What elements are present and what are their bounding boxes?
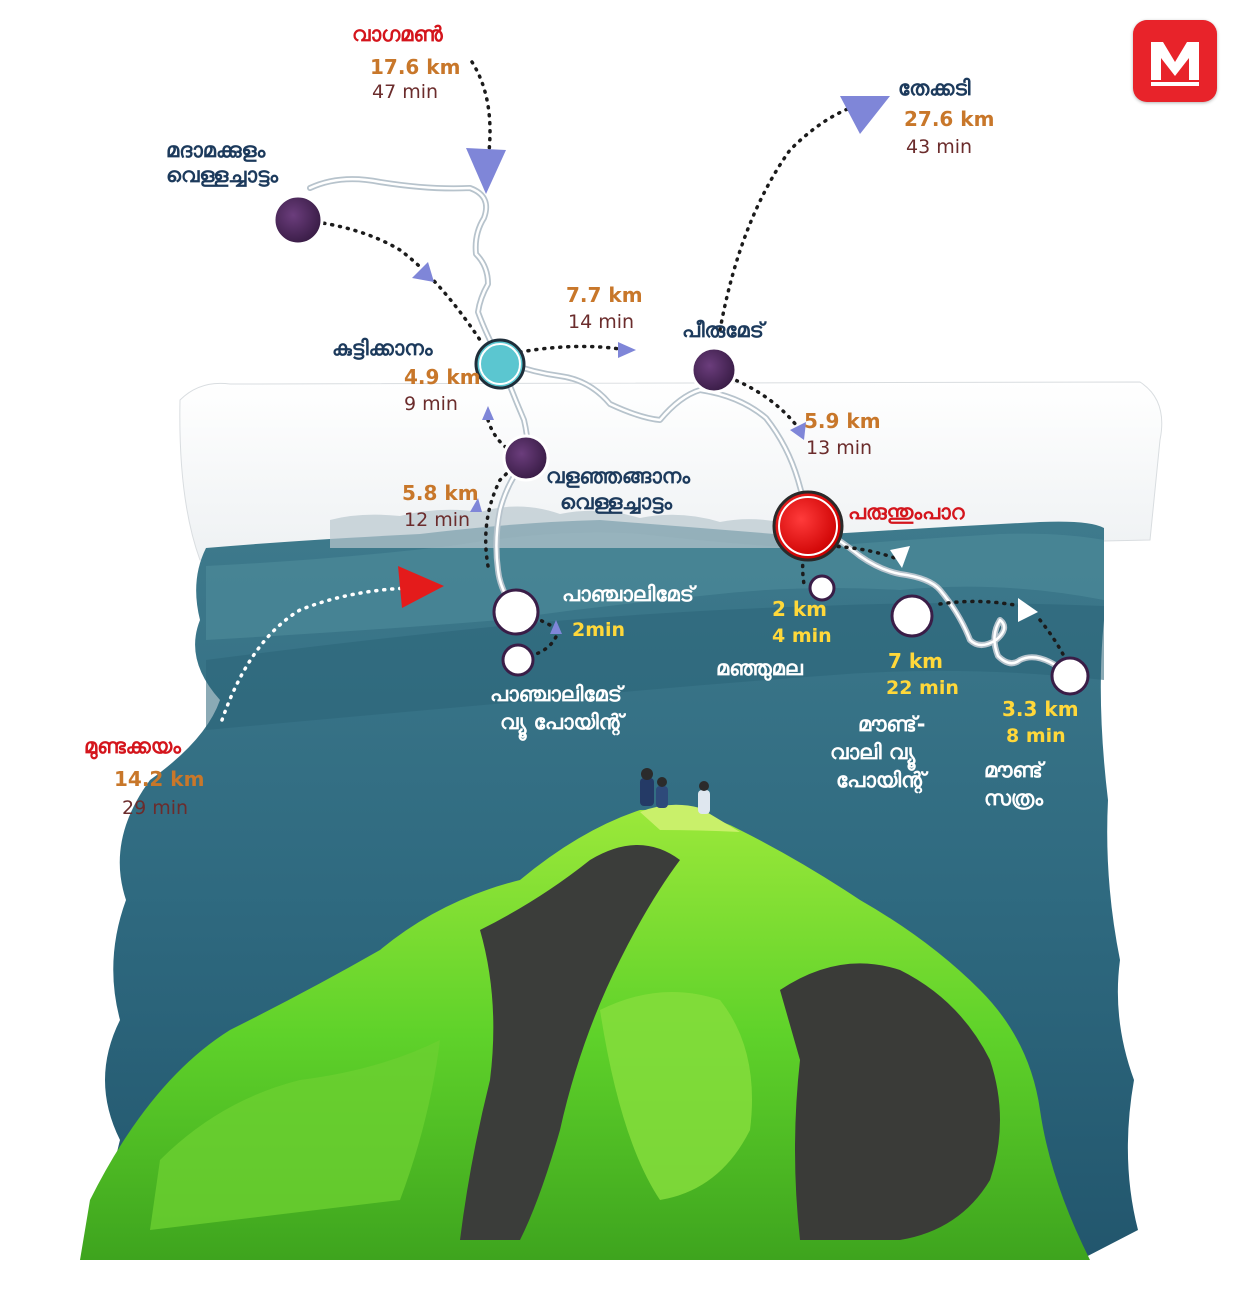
manjumala-distance: 2 km (772, 597, 828, 621)
mount-valley-distance: 7 km (888, 649, 944, 673)
kuttikkanam-name: കുട്ടിക്കാനം (332, 336, 433, 360)
mount-sathram-name-2: സത്രം (984, 786, 1044, 810)
hikers (640, 768, 710, 814)
valanjanganam-name-2: വെള്ളച്ചാട്ടം (560, 490, 673, 514)
mundakkayam-time: 29 min (122, 797, 189, 819)
panchalimedu-view-name-1: പാഞ്ചാലിമേട് (490, 682, 622, 706)
mount-sathram-time: 8 min (1006, 725, 1066, 747)
kuttikkanam-time: 9 min (404, 393, 458, 415)
vagamon-time: 47 min (372, 81, 439, 103)
roads-inner (308, 177, 1072, 678)
thekkady-distance: 27.6 km (904, 107, 995, 131)
dotted-routes (298, 60, 1068, 662)
mount-valley-name-3: പോയിന്റ് (836, 768, 926, 792)
vagamon-distance: 17.6 km (370, 55, 461, 79)
dotted-routes-white (220, 586, 412, 722)
mount-sathram-name-1: മൗണ്ട് (984, 758, 1043, 782)
panchalimedu-time: 2min (572, 619, 626, 641)
brand-logo (1133, 20, 1217, 102)
valanjanganam-distance: 5.8 km (402, 481, 479, 505)
peerumedu-name: പീരുമേട് (682, 318, 764, 342)
panchalimedu-name: പാഞ്ചാലിമേട് (562, 582, 694, 606)
mount-valley-time: 22 min (886, 677, 959, 699)
madamakkulam-name-2: വെള്ളച്ചാട്ടം (166, 163, 279, 187)
grassy-hill (80, 804, 1110, 1304)
mount-valley-name-2: വാലി വ്യൂ (830, 740, 916, 764)
thekkady-name: തേക്കടി (898, 76, 971, 100)
kuttikkanam-peerumedu-distance: 7.7 km (566, 283, 643, 307)
peerumedu-distance: 5.9 km (804, 409, 881, 433)
kuttikkanam-distance: 4.9 km (404, 365, 481, 389)
mundakkayam-name: മുണ്ടക്കയം (84, 734, 181, 758)
vagamon-name: വാഗമൺ (352, 22, 443, 46)
kuttikkanam-peerumedu-time: 14 min (568, 311, 635, 333)
thekkady-time: 43 min (906, 136, 973, 158)
manjumala-name: മഞ്ഞുമല (716, 656, 803, 680)
madamakkulam-name-1: മദാമക്കുളം (166, 138, 266, 162)
m-logo-icon (1151, 42, 1199, 86)
peerumedu-time: 13 min (806, 437, 873, 459)
mount-sathram-distance: 3.3 km (1002, 697, 1079, 721)
panchalimedu-view-name-2: വ്യൂ പോയിന്റ് (500, 710, 624, 734)
mundakkayam-distance: 14.2 km (114, 767, 205, 791)
manjumala-time: 4 min (772, 625, 832, 647)
mount-valley-name-1: മൗണ്ട്- (858, 712, 926, 736)
valanjanganam-time: 12 min (404, 509, 471, 531)
nodes (272, 194, 1090, 696)
valanjanganam-name-1: വളഞ്ഞങ്ങാനം (546, 464, 691, 488)
parunthumpara-name: പരുന്തുംപാറ (848, 500, 965, 524)
arrowheads (398, 96, 1038, 634)
